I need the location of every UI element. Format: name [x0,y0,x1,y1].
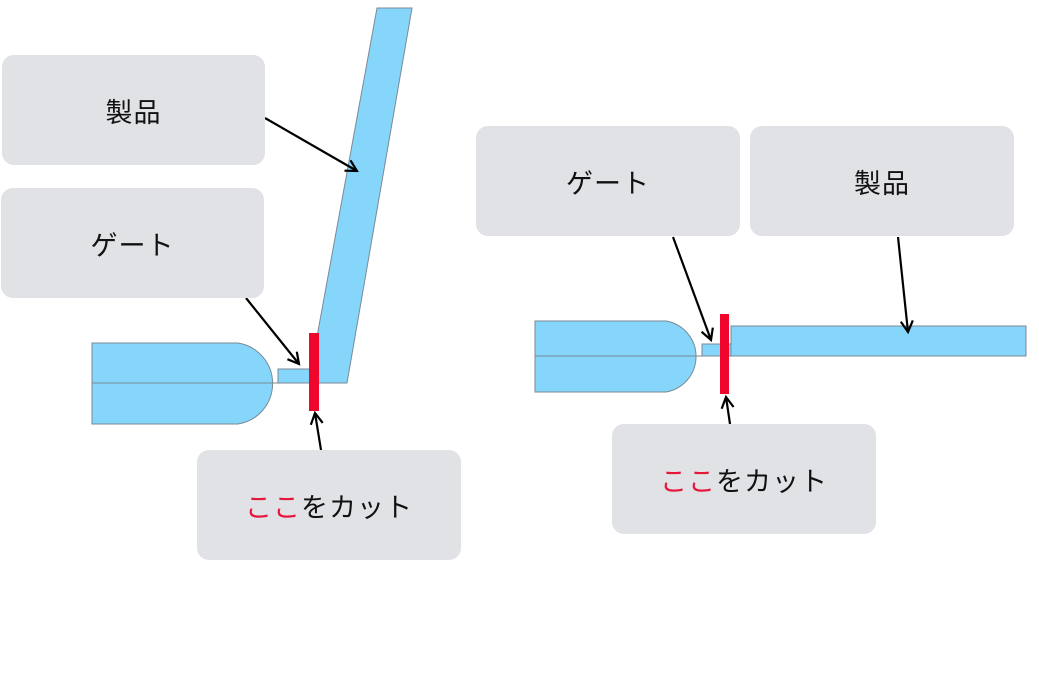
left-product-arrow [264,117,357,171]
right-product-label: 製品 [854,168,910,200]
left-gate-arrow [245,297,299,364]
left-gate-label: ゲート [90,230,175,262]
left-product-label: 製品 [105,97,162,129]
left-diagram [91,7,413,451]
left-cut-label-rest: をカット [301,492,413,524]
left-cut-label-box: ここをカット [197,450,461,560]
left-gate-label-box: ゲート [1,188,264,298]
right-cut-label-box: ここをカット [612,424,876,534]
right-cut-label-highlight: ここ [660,466,716,498]
right-cut-label-rest: をカット [716,466,828,498]
right-gate-label: ゲート [566,168,650,200]
left-product-label-box: 製品 [2,55,265,165]
right-gate-arrow [671,236,711,340]
left-gate [277,368,315,384]
left-cut-mark [309,333,319,411]
right-gate-label-box: ゲート [476,126,740,236]
left-product [309,7,413,384]
left-cut-arrow [315,413,321,451]
right-cut-label: ここをカット [660,460,828,499]
right-product-arrow [896,236,908,332]
right-diagram [534,236,1027,425]
right-product [730,325,1027,357]
right-cut-mark [720,314,729,394]
left-cut-label: ここをカット [245,486,413,525]
left-cut-label-highlight: ここ [245,492,301,524]
right-product-label-box: 製品 [750,126,1014,236]
right-cut-arrow [726,397,730,425]
